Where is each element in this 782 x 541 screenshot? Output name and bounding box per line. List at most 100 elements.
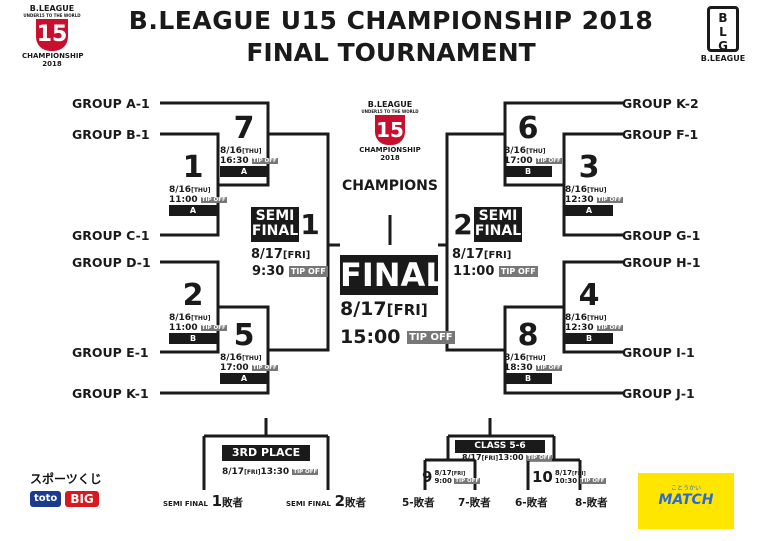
semi2-num: 2 — [452, 207, 474, 242]
champions-label: CHAMPIONS — [342, 178, 438, 194]
game-6: 6 8/16[THU] 17:00 TIP OFF B — [504, 111, 562, 177]
game-number: 8 — [517, 318, 539, 353]
game-date: 8/16[THU] — [220, 353, 262, 363]
game-8: 8 8/16[THU] 18:30 TIP OFF B — [504, 318, 562, 384]
game-date: 8/16[THU] — [504, 353, 546, 363]
game-5: 5 8/16[THU] 17:00 TIP OFF A — [220, 318, 278, 384]
match-text: MATCH — [658, 492, 714, 508]
match-small-text: ことうかい — [670, 485, 701, 492]
game-number: 6 — [517, 111, 539, 146]
loser-6: 6-敗者 — [515, 497, 548, 509]
semi1-word1: SEMI — [255, 208, 295, 224]
game-date: 8/16[THU] — [565, 185, 607, 195]
game-time: 11:00 TIP OFF — [169, 195, 227, 205]
venue-badge: B — [504, 373, 552, 384]
semi1-time: 9:30 TIP OFF — [252, 264, 328, 279]
center-logo-shield: 15 — [375, 115, 405, 145]
toto-logo: toto — [30, 491, 62, 507]
venue-badge: A — [169, 205, 217, 216]
venue-badge: B — [504, 166, 552, 177]
semi2-time: 11:00 TIP OFF — [453, 264, 538, 279]
group-k2: GROUP K-2 — [622, 96, 699, 111]
group-e1: GROUP E-1 — [72, 345, 149, 360]
center-logo-num: 15 — [376, 118, 404, 142]
game-number: 4 — [578, 278, 600, 313]
final-badge: FINAL — [340, 255, 446, 295]
big-logo: BIG — [65, 491, 99, 507]
venue-badge: A — [565, 205, 613, 216]
game-number: 7 — [233, 111, 255, 146]
game-date: 8/16[THU] — [220, 146, 262, 156]
game-4: 4 8/16[THU] 12:30 TIP OFF B — [565, 278, 623, 344]
final-time: 15:00 TIP OFF — [340, 326, 455, 348]
game-datetime: 8/17[FRI]10:30 TIP OFF — [554, 469, 606, 485]
logo-num: 15 — [36, 22, 68, 47]
game-time: 17:00 TIP OFF — [220, 363, 278, 373]
game-time: 12:30 TIP OFF — [565, 195, 623, 205]
game-3: 3 8/16[THU] 12:30 TIP OFF A — [565, 150, 623, 216]
game-time: 11:00 TIP OFF — [169, 323, 227, 333]
center-logo-bottom2: 2018 — [380, 154, 400, 162]
game-time: 16:30 TIP OFF — [220, 156, 278, 166]
logo-bottom2: 2018 — [42, 60, 62, 68]
logo-top: B.LEAGUE — [29, 4, 75, 13]
bleague-label: B.LEAGUE — [700, 54, 746, 63]
game-datetime: 8/17[FRI]9:00 TIP OFF — [434, 469, 481, 485]
logo-shield: 15 — [36, 19, 68, 51]
logo-tagline: UNDER15 TO THE WORLD — [23, 13, 81, 18]
game-number: 10 — [532, 468, 553, 486]
loser-7: 7-敗者 — [458, 497, 491, 509]
group-g1: GROUP G-1 — [622, 228, 701, 243]
game-1: 1 8/16[THU] 11:00 TIP OFF A — [169, 150, 227, 216]
sports-kuji-logo: スポーツくじ toto BIG — [30, 470, 110, 528]
game-2: 2 8/16[THU] 11:00 TIP OFF B — [169, 278, 227, 344]
semi1-num: 1 — [299, 207, 321, 242]
game-date: 8/16[THU] — [169, 185, 211, 195]
venue-badge: A — [220, 373, 268, 384]
semi1-date: 8/17[FRI] — [251, 247, 311, 262]
group-a1: GROUP A-1 — [72, 96, 150, 111]
game-number: 9 — [422, 468, 433, 486]
group-i1: GROUP I-1 — [622, 345, 695, 360]
semi1-word2: FINAL — [251, 223, 299, 239]
game-time: 17:00 TIP OFF — [504, 156, 562, 166]
group-k1: GROUP K-1 — [72, 386, 149, 401]
game-number: 3 — [578, 150, 600, 185]
match-logo: ことうかい MATCH — [638, 473, 734, 529]
venue-badge: B — [169, 333, 217, 344]
group-b1: GROUP B-1 — [72, 127, 150, 142]
game-number: 5 — [233, 318, 255, 353]
group-d1: GROUP D-1 — [72, 255, 151, 270]
loser-8: 8-敗者 — [575, 497, 608, 509]
game-date: 8/16[THU] — [504, 146, 546, 156]
third-place-right-team: SEMI FINAL 2敗者 — [286, 492, 367, 510]
page-title: B.LEAGUE U15 CHAMPIONSHIP 2018 — [128, 6, 654, 35]
third-place-badge: 3RD PLACE — [222, 445, 310, 461]
page-subtitle: FINAL TOURNAMENT — [246, 38, 536, 67]
group-h1: GROUP H-1 — [622, 255, 701, 270]
game-10: 10 8/17[FRI]10:30 TIP OFF — [532, 468, 606, 486]
third-place-left-team: SEMI FINAL 1敗者 — [163, 492, 244, 510]
game-number: 2 — [182, 278, 204, 313]
center-logo-top: B.LEAGUE — [367, 100, 413, 109]
final-date: 8/17[FRI] — [340, 298, 428, 320]
logo-bottom1: CHAMPIONSHIP — [22, 52, 84, 60]
center-logo-bottom1: CHAMPIONSHIP — [359, 146, 421, 154]
semi2-date: 8/17[FRI] — [452, 247, 512, 262]
venue-badge: B — [565, 333, 613, 344]
game-7: 7 8/16[THU] 16:30 TIP OFF A — [220, 111, 278, 177]
game-time: 12:30 TIP OFF — [565, 323, 623, 333]
game-date: 8/16[THU] — [565, 313, 607, 323]
game-number: 1 — [182, 150, 204, 185]
sports-kuji-text: スポーツくじ — [30, 472, 102, 486]
center-logo-tagline: UNDER15 TO THE WORLD — [361, 109, 419, 114]
game-9: 9 8/17[FRI]9:00 TIP OFF — [422, 468, 481, 486]
center-u15-logo: B.LEAGUE UNDER15 TO THE WORLD 15 CHAMPIO… — [355, 100, 425, 162]
third-place-time: 8/17[FRI]13:30 TIP OFF — [222, 467, 319, 477]
class56-badge: CLASS 5-6 — [455, 440, 545, 453]
bleague-u15-logo: B.LEAGUE UNDER15 TO THE WORLD 15 CHAMPIO… — [22, 4, 84, 68]
